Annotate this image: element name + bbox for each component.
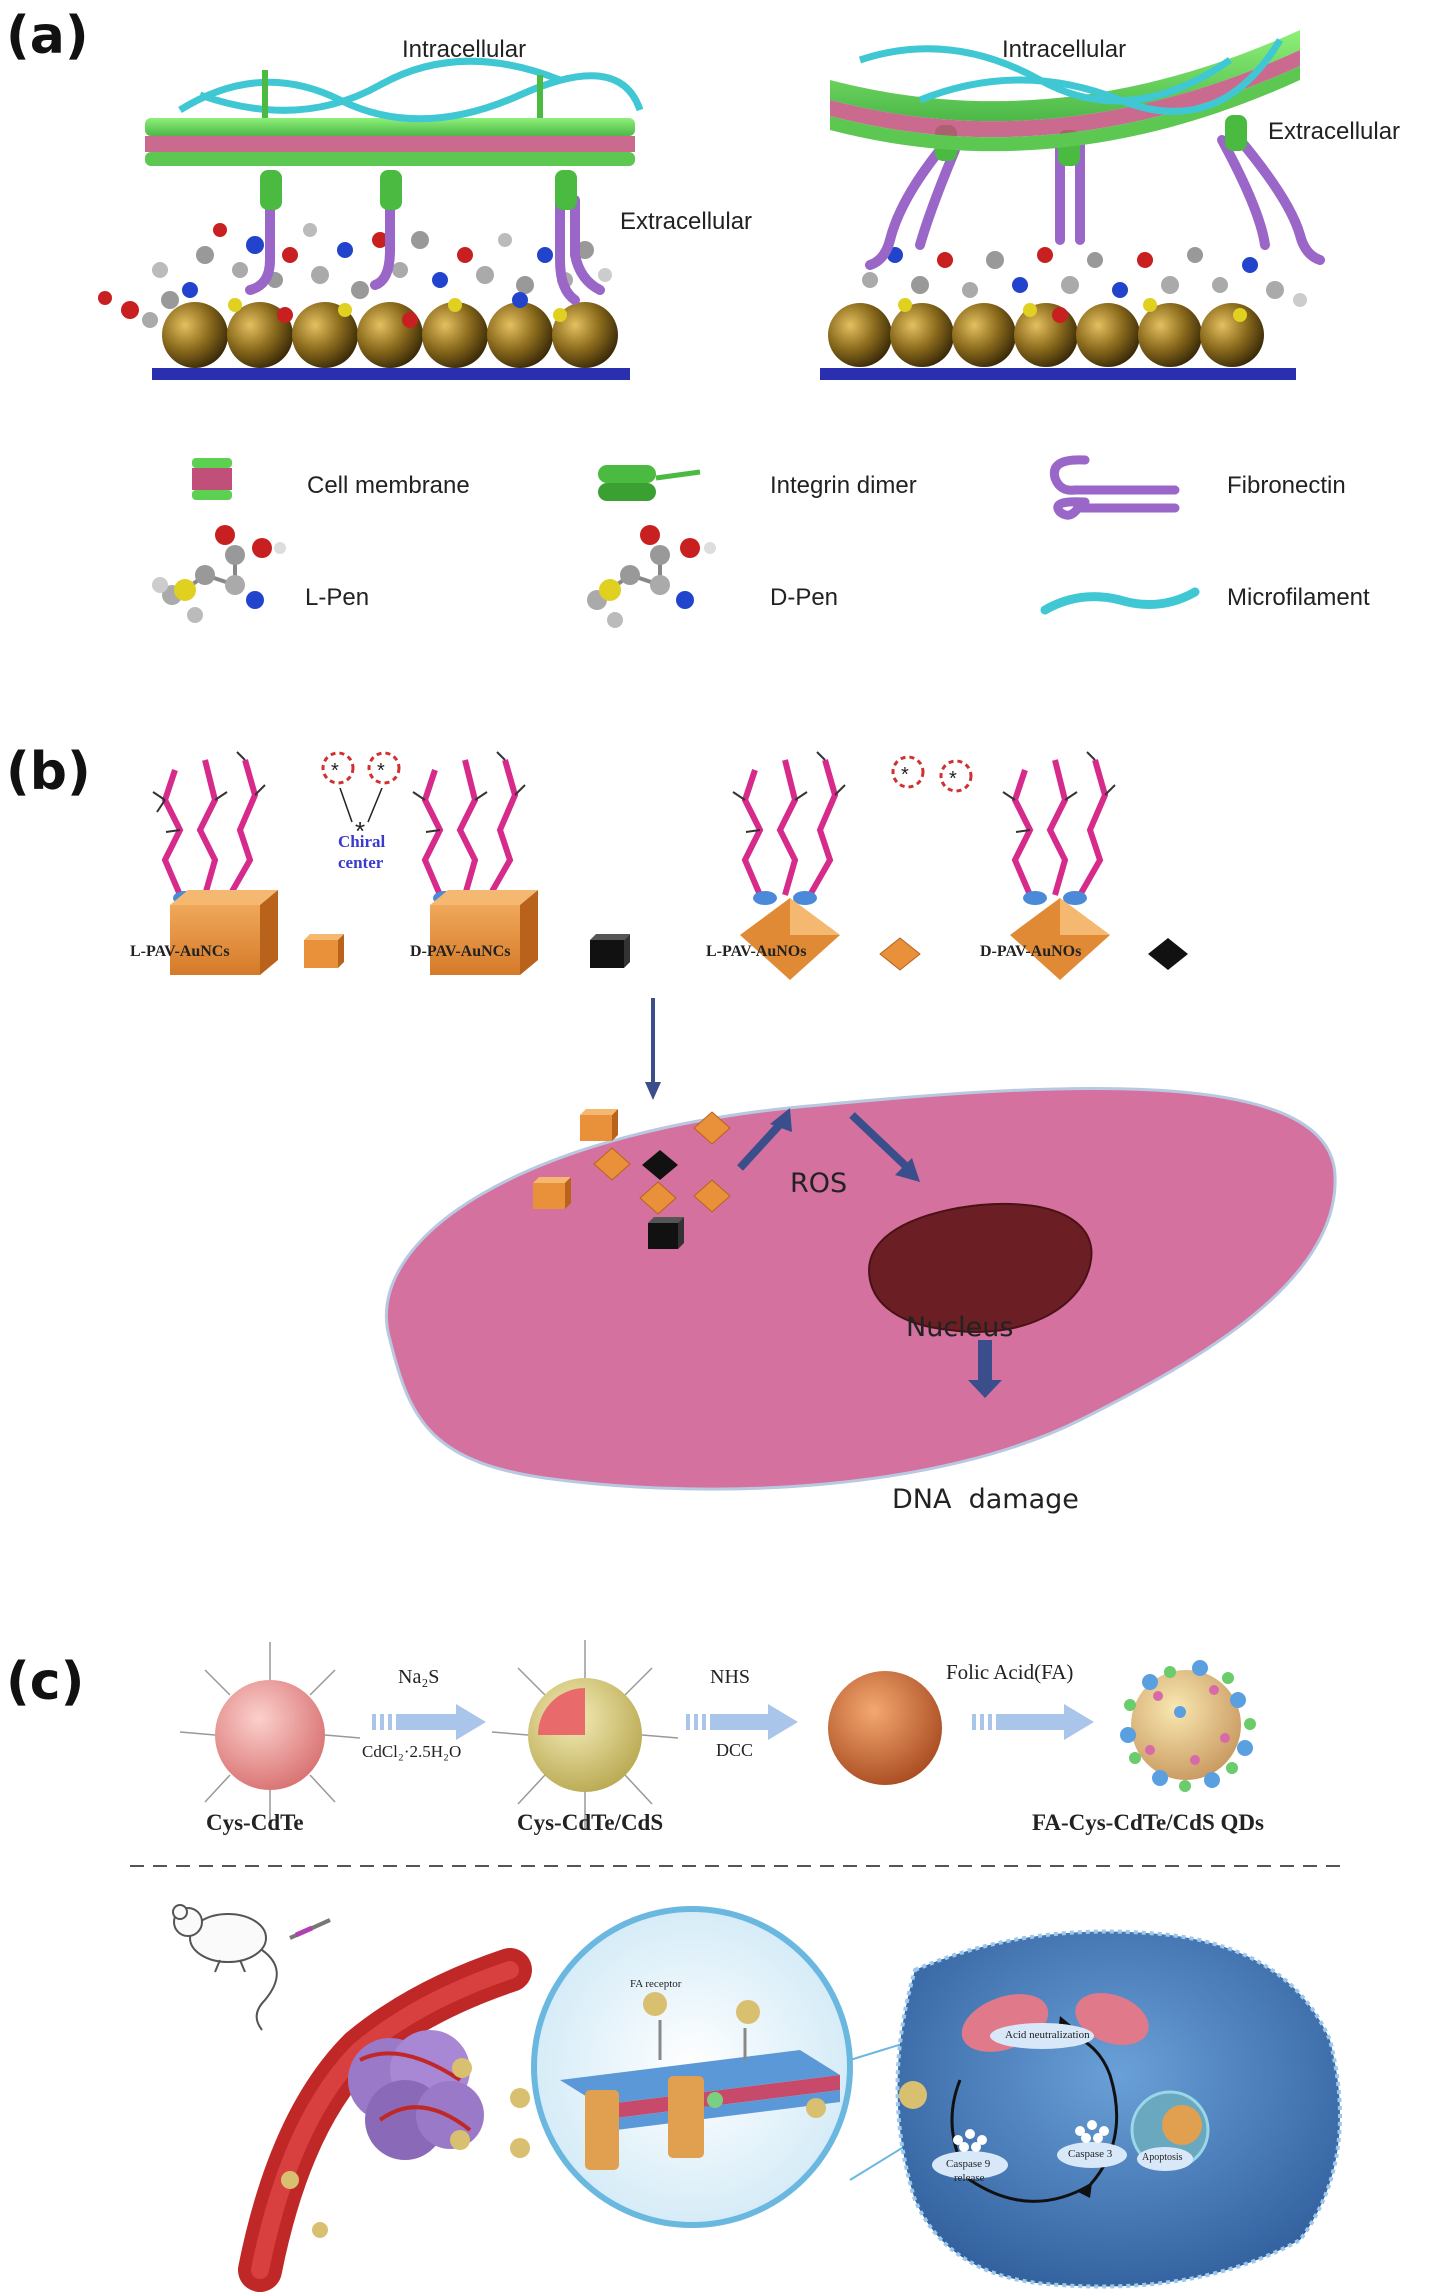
panel-a-label: (a) xyxy=(6,6,89,66)
cys-cdte-cds-label: Cys-CdTe/CdS xyxy=(517,1810,664,1835)
svg-text:*: * xyxy=(901,764,909,786)
d-pav-aunos-label: D-PAV-AuNOs xyxy=(980,943,1082,960)
chiral-asterisks: * * * * * xyxy=(331,760,957,846)
l-pav-auncs-label: L-PAV-AuNCs xyxy=(130,943,230,960)
legend-d-pen-icon xyxy=(587,525,716,628)
nucleus xyxy=(868,1203,1093,1333)
chiral-pointers xyxy=(339,787,383,823)
left-fibronectin xyxy=(245,195,605,305)
legend-fibronectin-icon xyxy=(1049,455,1180,520)
panel-c-illustration xyxy=(130,1640,1345,2292)
left-integrins xyxy=(260,170,577,210)
left-intracellular-label: Intracellular xyxy=(402,36,527,63)
legend-d-pen-label: D-Pen xyxy=(770,584,839,611)
right-substrate xyxy=(820,368,1296,380)
legend-l-pen-label: L-Pen xyxy=(305,584,370,611)
dna-arrow xyxy=(968,1340,1002,1398)
right-microfilaments xyxy=(858,38,1284,115)
blood-vessel xyxy=(238,1948,532,2292)
step2-bottom-label: DCC xyxy=(716,1740,754,1760)
svg-text:*: * xyxy=(331,760,339,782)
apoptosis-label: Apoptosis xyxy=(1142,2152,1183,2163)
legend-d-auno-icon xyxy=(1148,938,1188,970)
ros-label: ROS xyxy=(790,1168,848,1199)
chiral-center-label-line2: center xyxy=(338,853,384,872)
acid-neutralization-label: Acid neutralization xyxy=(1005,2029,1090,2041)
caspase3-label: Caspase 3 xyxy=(1068,2148,1113,2160)
fa-receptor-label: FA receptor xyxy=(630,1978,682,1990)
cell-particles xyxy=(533,1109,731,1249)
l-pav-auno-octahedron xyxy=(740,898,840,980)
legend-l-auno-icon xyxy=(879,937,921,971)
l-pav-aunc-cube xyxy=(170,890,278,975)
ligand-anchors xyxy=(173,891,1087,905)
legend-d-aunc-icon xyxy=(590,934,630,968)
mouse-icon xyxy=(172,1904,278,2031)
left-cell-membrane xyxy=(145,118,635,166)
d-pav-auno-octahedron xyxy=(1010,898,1110,980)
panel-b-illustration: * * * * * xyxy=(152,751,1337,1491)
left-pen-molecules xyxy=(98,223,612,328)
d-pav-aunc-cube xyxy=(430,890,538,975)
right-gold-particles xyxy=(828,303,1264,367)
orange-qd-particle xyxy=(828,1671,942,1785)
left-extracellular-label: Extracellular xyxy=(620,208,753,235)
chiral-center-label-line1: Chiral xyxy=(338,832,386,851)
cys-cdte-cds-particle xyxy=(491,1640,679,1830)
release-label: release xyxy=(954,2172,985,2184)
ligand-strands xyxy=(161,759,1109,897)
step3-top-label: Folic Acid(FA) xyxy=(946,1660,1074,1684)
legend-microfilament-label: Microfilament xyxy=(1227,584,1370,611)
chiral-circles xyxy=(321,751,973,793)
cys-cdte-particle xyxy=(179,1642,361,1828)
legend-integrin-dimer-icon xyxy=(598,465,701,501)
fa-qds-label: FA-Cys-CdTe/CdS QDs xyxy=(1032,1810,1264,1835)
blood-qds xyxy=(281,2058,530,2238)
svg-text:*: * xyxy=(355,816,365,846)
caspase9-label: Caspase 9 xyxy=(946,2158,991,2170)
left-gold-particles xyxy=(162,302,618,368)
left-microfilaments xyxy=(178,57,644,123)
fa-qd-particle xyxy=(1120,1660,1256,1792)
ros-arrows xyxy=(737,1112,913,1173)
nucleus-label: Nucleus xyxy=(906,1312,1014,1343)
ligand-branches xyxy=(152,751,1116,833)
step1-bottom-label: CdCl₂·2.5H₂O xyxy=(362,1742,462,1761)
legend-microfilament-icon xyxy=(1040,587,1200,615)
cys-cdte-label: Cys-CdTe xyxy=(206,1810,304,1835)
right-pen-molecules xyxy=(862,247,1307,323)
step2-top-label: NHS xyxy=(710,1666,751,1688)
panel-b-label: (b) xyxy=(6,742,91,802)
legend-l-aunc-icon xyxy=(304,934,344,968)
legend-l-pen-icon xyxy=(152,525,286,623)
arrow-step3 xyxy=(972,1704,1094,1740)
ros-arrowheads xyxy=(770,1108,920,1182)
step1-top-label: Na₂S xyxy=(398,1666,440,1688)
right-intracellular-label: Intracellular xyxy=(1002,36,1127,63)
panel-a-illustration xyxy=(98,30,1325,628)
tumor xyxy=(348,2030,484,2160)
svg-text:*: * xyxy=(949,768,957,790)
d-pav-auncs-label: D-PAV-AuNCs xyxy=(410,943,511,960)
legend-cell-membrane-icon xyxy=(192,458,232,500)
arrow-step2 xyxy=(686,1704,798,1740)
svg-text:*: * xyxy=(377,760,385,782)
arrow-step1 xyxy=(372,1704,486,1740)
cell-body xyxy=(384,1086,1337,1491)
cancer-cell xyxy=(895,1929,1342,2289)
left-membrane-scene xyxy=(98,57,644,380)
right-membrane-scene xyxy=(820,30,1325,380)
dna-damage-label: DNA damage xyxy=(892,1484,1079,1515)
syringe-icon xyxy=(289,1918,331,1940)
magnified-membrane-view xyxy=(510,1906,853,2228)
l-pav-aunos-label: L-PAV-AuNOs xyxy=(706,943,807,960)
legend-fibronectin-label: Fibronectin xyxy=(1227,472,1346,499)
down-arrow xyxy=(645,998,661,1100)
left-substrate xyxy=(152,368,630,380)
right-extracellular-label: Extracellular xyxy=(1268,118,1401,145)
panel-c-label: (c) xyxy=(6,1652,85,1712)
legend-cell-membrane-label: Cell membrane xyxy=(307,472,470,499)
legend-integrin-dimer-label: Integrin dimer xyxy=(770,472,917,499)
